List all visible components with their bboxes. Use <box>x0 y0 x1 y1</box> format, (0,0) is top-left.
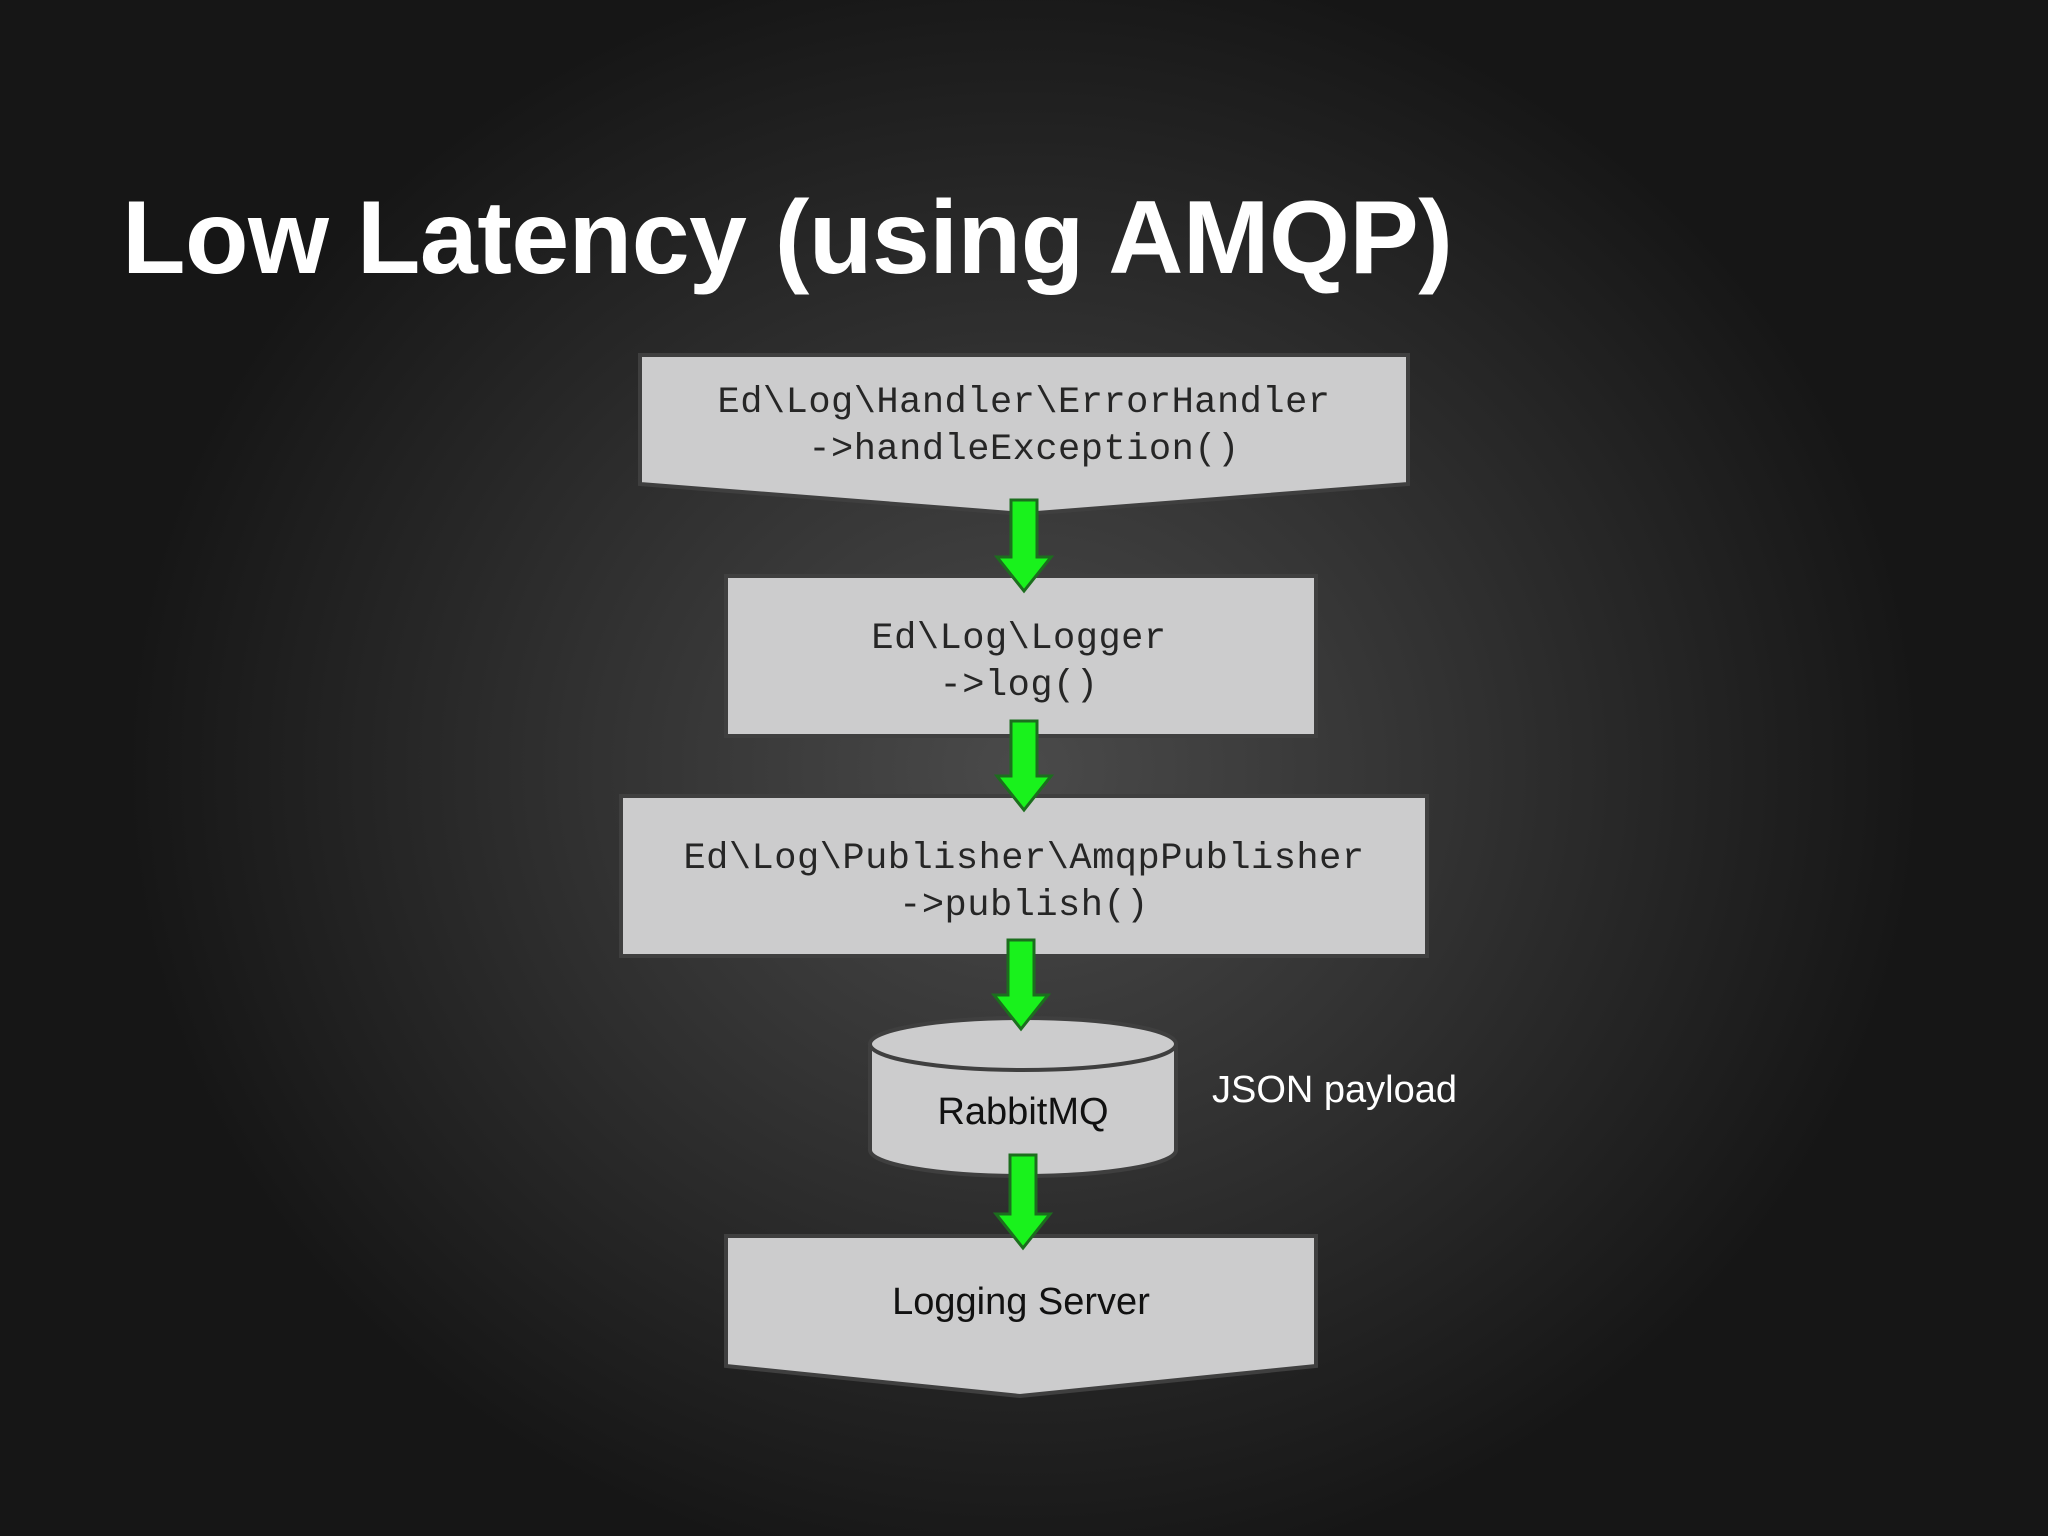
node-publisher-line-2: ->publish() <box>899 885 1149 927</box>
node-rabbitmq: RabbitMQ <box>868 1016 1178 1178</box>
node-error-handler-line-1: Ed\Log\Handler\ErrorHandler <box>718 382 1331 424</box>
arrow-rabbitmq-to-logging-server <box>992 1153 1054 1251</box>
arrow-logger-to-publisher <box>993 719 1055 813</box>
node-logging-server-label: Logging Server <box>892 1281 1150 1323</box>
edge-label-json-payload: JSON payload <box>1212 1069 1457 1111</box>
node-logger-line-1: Ed\Log\Logger <box>871 618 1166 660</box>
node-publisher: Ed\Log\Publisher\AmqpPublisher ->publish… <box>619 794 1429 958</box>
arrow-publisher-to-rabbitmq <box>990 938 1052 1032</box>
node-publisher-line-1: Ed\Log\Publisher\AmqpPublisher <box>683 838 1364 880</box>
node-logging-server: Logging Server <box>724 1234 1318 1399</box>
node-logger-line-2: ->log() <box>940 665 1099 707</box>
node-logger: Ed\Log\Logger ->log() <box>724 574 1318 738</box>
node-error-handler-line-2: ->handleException() <box>808 429 1239 471</box>
node-error-handler-shape <box>638 353 1410 517</box>
node-logger-shape <box>724 574 1318 738</box>
node-logging-server-shape <box>724 1234 1318 1399</box>
node-rabbitmq-label: RabbitMQ <box>937 1091 1108 1133</box>
slide-title: Low Latency (using AMQP) <box>122 180 1453 296</box>
arrow-error-handler-to-logger <box>993 498 1055 594</box>
node-error-handler: Ed\Log\Handler\ErrorHandler ->handleExce… <box>638 353 1410 517</box>
